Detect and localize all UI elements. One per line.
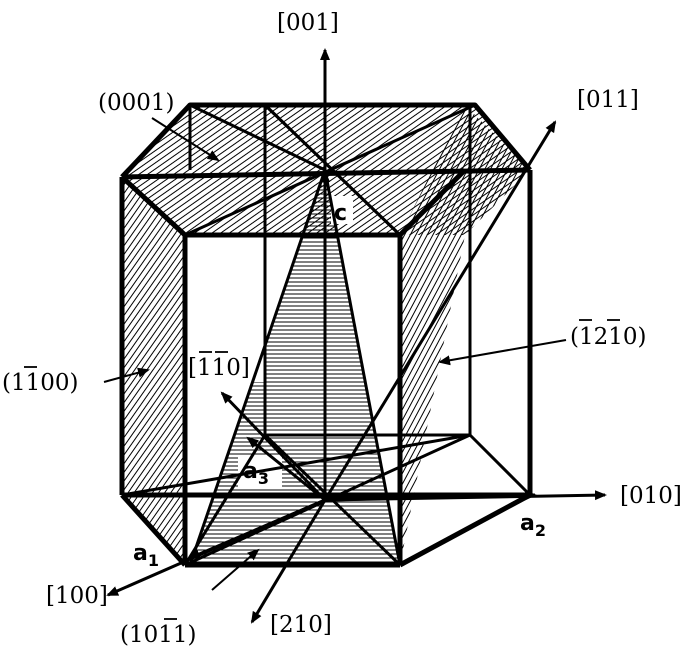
label-001: [001] (277, 10, 339, 36)
leader-lines (103, 117, 567, 591)
label-011: [011] (577, 87, 639, 113)
basal-diagonal (121, 433, 471, 497)
arrow-210 (250, 499, 327, 624)
plane-m12m10-face (400, 105, 530, 565)
vector-a2: a2 (520, 511, 546, 540)
arrow-a2 (324, 490, 537, 502)
label-100: [100] (46, 583, 108, 609)
arrow-011 (323, 120, 557, 501)
label-0001: (0001) (98, 90, 174, 116)
arrow-m1m10 (220, 391, 327, 502)
label-m12m10: (1210) (570, 319, 647, 350)
svg-text:(1011): (1011) (120, 622, 197, 648)
vector-a3: a3 (243, 459, 269, 488)
label-210: [210] (270, 612, 332, 638)
arrow-a3 (246, 436, 326, 502)
c-label-backdrop (331, 196, 353, 224)
vector-c: c (334, 201, 347, 226)
m1m10-label-backdrop (186, 348, 266, 382)
axis-arrows (106, 48, 607, 624)
svg-text:(1100): (1100) (2, 370, 79, 396)
label-10m11: (1011) (120, 618, 197, 648)
svg-text:(1210): (1210) (570, 324, 647, 350)
vector-a1: a1 (133, 541, 159, 570)
svg-text:[110]: [110] (188, 355, 250, 381)
arrow-a1 (188, 498, 326, 560)
label-010: [010] (620, 483, 682, 509)
label-m1m10: [110] (188, 351, 250, 381)
plane-1m100-face (122, 177, 185, 565)
label-1m100: (1100) (2, 366, 79, 396)
